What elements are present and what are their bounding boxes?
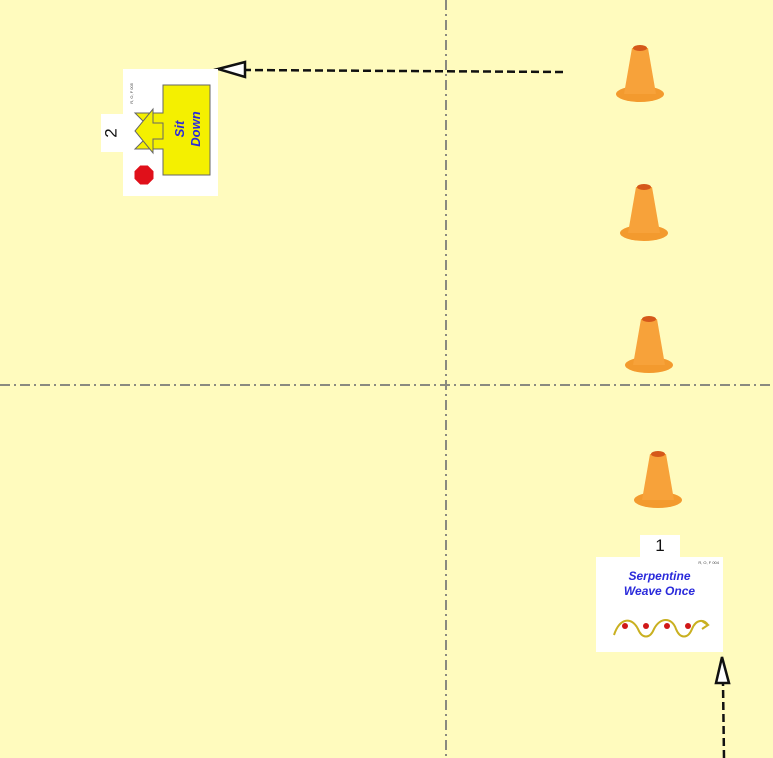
path-arrow-to-station-1: [714, 656, 731, 758]
cone-3-icon: [625, 316, 673, 373]
cone-1-icon: [616, 45, 664, 102]
left-turn-arrow-icon: [133, 84, 211, 176]
station-1-corner-mark: R, O, F 004: [698, 560, 719, 565]
station-2-sign[interactable]: R, O, F 005 Sit Down: [123, 69, 218, 196]
station-1-title-line2: Weave Once: [623, 584, 696, 598]
station-2-title-line2: Down: [188, 111, 203, 147]
station-1-title-line1: Serpentine: [628, 569, 691, 583]
stop-sign-icon: [133, 164, 155, 186]
station-2-number: 2: [101, 114, 123, 152]
serpentine-weave-icon: [613, 619, 710, 638]
station-1-title: Serpentine Weave Once: [596, 569, 723, 599]
station-1-number: 1: [640, 535, 680, 557]
cone-4-icon: [634, 451, 682, 508]
path-arrow-to-station-2: [213, 60, 564, 79]
station-2-corner-mark: R, O, F 005: [129, 82, 134, 103]
station-2-title-line1: Sit: [172, 120, 187, 138]
station-2-title: Sit Down: [158, 94, 218, 164]
station-1-sign[interactable]: R, O, F 004 Serpentine Weave Once: [596, 557, 723, 652]
cone-2-icon: [620, 184, 668, 241]
station-2-sign-art: R, O, F 005: [129, 82, 211, 186]
